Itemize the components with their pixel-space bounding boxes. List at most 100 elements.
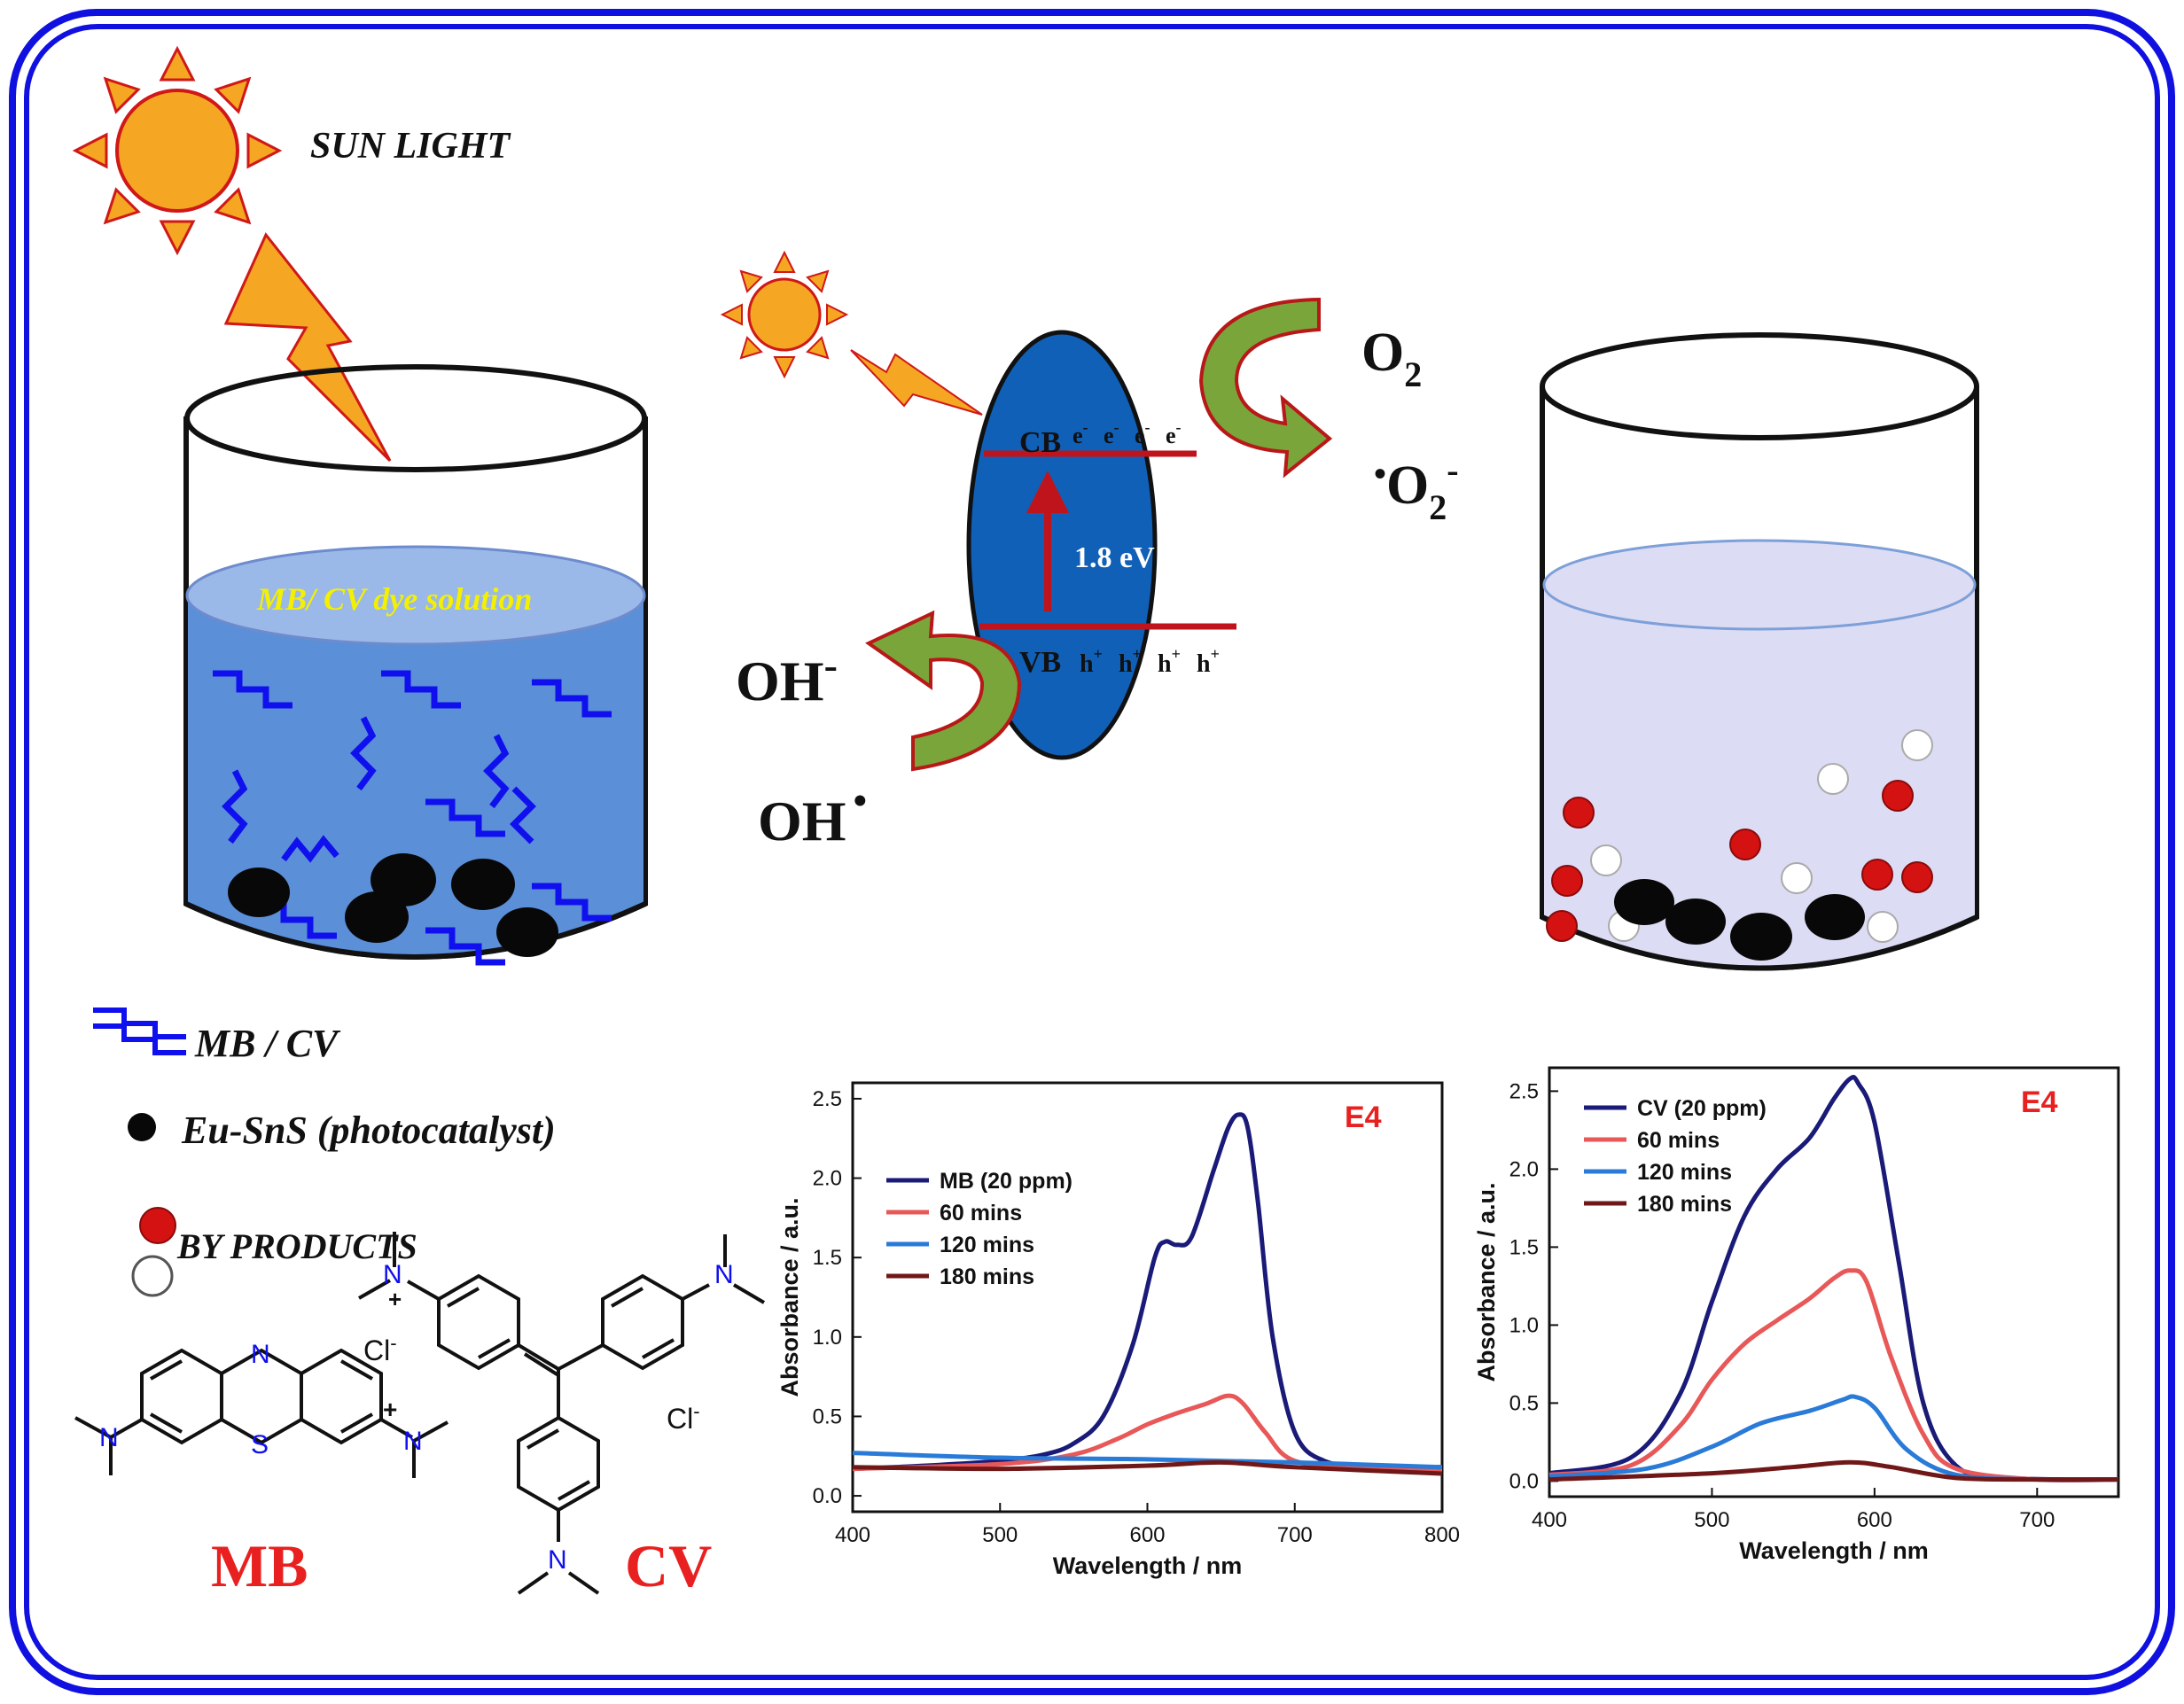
x-tick-label: 600 xyxy=(1857,1508,1892,1532)
legend-byproduct-white-icon xyxy=(131,1255,174,1297)
y-axis-label: Absorbance / a.u. xyxy=(776,1197,803,1397)
legend-label-1: 60 mins xyxy=(1637,1128,1720,1153)
catalyst-particles-left xyxy=(228,853,558,957)
cv-chloride: Cl- xyxy=(667,1400,700,1435)
x-tick-label: 700 xyxy=(1277,1523,1313,1547)
clean-solution-body xyxy=(1544,585,1975,969)
cv-name-label: CV xyxy=(625,1532,712,1599)
x-tick-label: 400 xyxy=(835,1523,870,1547)
mb-nitrogen-left: N xyxy=(99,1423,119,1452)
cv-plus: + xyxy=(388,1286,402,1312)
legend-label-0: MB (20 ppm) xyxy=(940,1169,1072,1194)
y-tick-label: 0.5 xyxy=(813,1404,842,1428)
mb-nitrogen-right: N xyxy=(403,1427,423,1456)
mb-chloride: Cl- xyxy=(363,1332,397,1366)
y-tick-label: 1.0 xyxy=(1509,1313,1539,1337)
dye-solution-surface xyxy=(185,545,646,646)
sun-icon-small xyxy=(720,250,849,379)
series-line-2 xyxy=(852,1451,1443,1470)
vb-label: VB xyxy=(1019,646,1061,679)
series-line-1 xyxy=(1548,1268,2119,1483)
series-line-0 xyxy=(852,1112,1443,1472)
mb-plus: + xyxy=(383,1396,397,1423)
legend-label-0: CV (20 ppm) xyxy=(1637,1096,1767,1121)
x-axis-label: Wavelength / nm xyxy=(1739,1537,1929,1564)
legend: MB / CV Eu-SnS (photocatalyst) BY PRODUC… xyxy=(93,1008,556,1297)
y-tick-label: 1.5 xyxy=(1509,1235,1539,1259)
band-gap-label: 1.8 eV xyxy=(1074,541,1155,574)
legend-label-2: 120 mins xyxy=(940,1233,1034,1257)
cv-nitrogen-top-right: N xyxy=(714,1260,734,1289)
y-tick-label: 1.0 xyxy=(813,1326,842,1350)
y-tick-label: 0.0 xyxy=(1509,1469,1539,1493)
cv-structure xyxy=(358,1232,766,1595)
y-tick-label: 0.0 xyxy=(813,1484,842,1508)
lightning-bolt-icon xyxy=(223,232,392,463)
x-axis-label: Wavelength / nm xyxy=(1053,1552,1243,1579)
series-line-3 xyxy=(1548,1459,2119,1482)
legend-dye-icon xyxy=(93,1008,186,1039)
byproduct-particles-red xyxy=(1546,780,1933,942)
photocatalyst-particle xyxy=(966,330,1158,760)
dye-molecules xyxy=(213,670,612,966)
legend-label-3: 180 mins xyxy=(1637,1192,1732,1217)
sun-icon-large xyxy=(72,45,283,256)
catalyst-particles-right xyxy=(1614,879,1865,961)
svg-text:h+: h+ xyxy=(1197,645,1220,678)
legend-label-3: 180 mins xyxy=(940,1264,1034,1289)
hydroxide-label: OH- xyxy=(736,642,838,712)
x-tick-label: 500 xyxy=(982,1523,1018,1547)
y-tick-label: 2.5 xyxy=(813,1087,842,1111)
y-tick-label: 0.5 xyxy=(1509,1391,1539,1415)
series-line-0 xyxy=(1548,1075,2119,1482)
mb-structure xyxy=(74,1348,448,1478)
legend-catalyst-icon xyxy=(128,1113,156,1141)
legend-catalyst-label: Eu-SnS (photocatalyst) xyxy=(181,1109,556,1152)
y-tick-label: 2.5 xyxy=(1509,1079,1539,1103)
chart-annotation: E4 xyxy=(2021,1085,2058,1119)
dye-solution-label: MB/ CV dye solution xyxy=(256,581,532,617)
x-tick-label: 700 xyxy=(2019,1508,2055,1532)
legend-byproducts-label: BY PRODUCTS xyxy=(176,1226,417,1266)
y-tick-label: 2.0 xyxy=(813,1167,842,1191)
x-tick-label: 600 xyxy=(1129,1523,1165,1547)
sun-light-label: SUN LIGHT xyxy=(310,126,512,167)
holes: h+ h+ h+ h+ xyxy=(1080,645,1220,678)
legend-label-2: 120 mins xyxy=(1637,1160,1732,1185)
dye-solution-body xyxy=(188,594,644,957)
inner-frame xyxy=(24,24,2160,1680)
x-tick-label: 800 xyxy=(1424,1523,1460,1547)
superoxide-label: •O2- xyxy=(1374,450,1459,527)
mb-absorbance-chart: 400 500 600 700 800 0.0 0.5 1.0 1.5 2.0 2.5Wavelen… xyxy=(776,1081,1460,1579)
y-tick-label: 1.5 xyxy=(813,1246,842,1270)
x-tick-label: 400 xyxy=(1532,1508,1567,1532)
outer-frame xyxy=(9,9,2175,1695)
y-axis-label: Absorbance / a.u. xyxy=(1473,1182,1500,1381)
legend-byproduct-red-icon xyxy=(139,1207,176,1244)
oxygen-label: O2 xyxy=(1361,323,1422,394)
clean-solution-surface xyxy=(1542,539,1977,631)
svg-text:e-: e- xyxy=(1135,418,1150,448)
legend-dye-label: MB / CV xyxy=(194,1022,341,1065)
cv-absorbance-chart: 400 500 600 700 0.0 0.5 1.0 1.5 2.0 2.5Wavelength… xyxy=(1473,1066,2120,1564)
series-line-3 xyxy=(852,1459,1443,1476)
cb-label: CB xyxy=(1019,426,1061,459)
hydroxyl-oxidation-arrow xyxy=(865,610,1022,772)
x-tick-label: 500 xyxy=(1694,1508,1729,1532)
mb-nitrogen-top: N xyxy=(251,1340,270,1369)
y-tick-label: 2.0 xyxy=(1509,1157,1539,1181)
plot-frame xyxy=(1548,1066,2120,1498)
hydroxyl-radical-label: OH• xyxy=(758,779,867,852)
svg-text:h+: h+ xyxy=(1158,645,1181,678)
mb-name-label: MB xyxy=(211,1532,308,1599)
cv-nitrogen-top-left: N xyxy=(383,1260,402,1289)
plot-frame xyxy=(851,1081,1444,1513)
left-beaker xyxy=(183,364,648,960)
cv-nitrogen-bottom: N xyxy=(548,1545,567,1575)
mb-sulfur: S xyxy=(251,1430,269,1459)
lightning-bolt-small-icon xyxy=(850,349,983,416)
series-line-2 xyxy=(1548,1394,2119,1482)
legend-label-1: 60 mins xyxy=(940,1201,1022,1225)
svg-text:e-: e- xyxy=(1166,418,1182,448)
